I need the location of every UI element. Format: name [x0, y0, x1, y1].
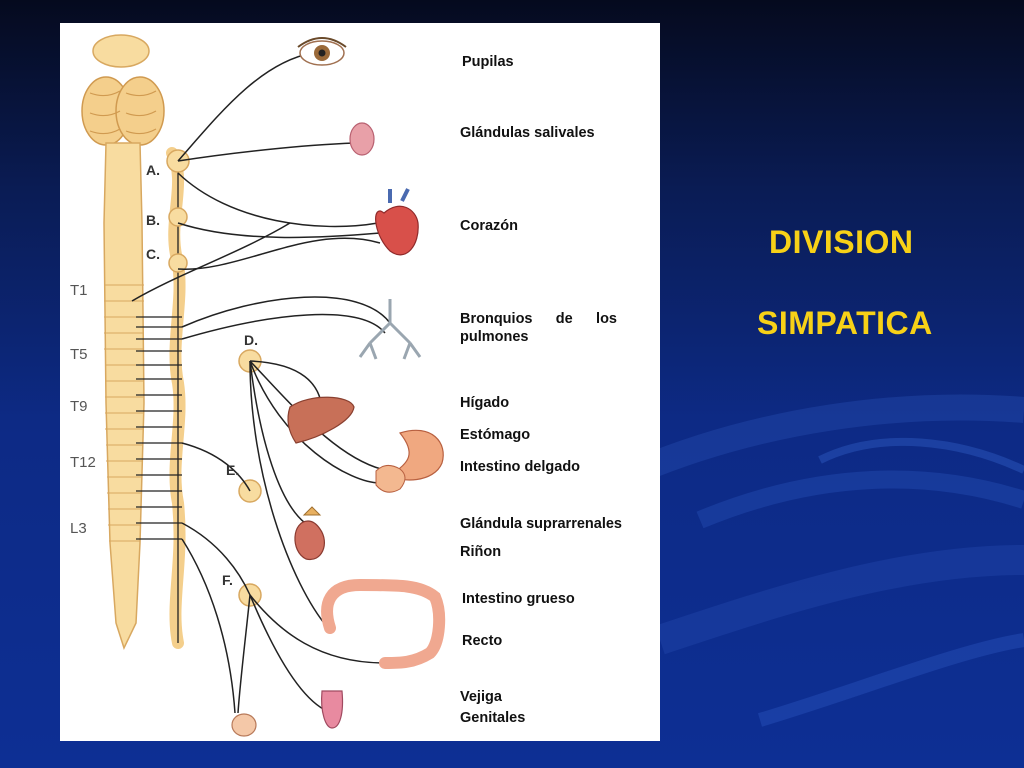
organ-label-rinon: Riñon	[460, 544, 502, 560]
organ-label-intestino-grueso: Intestino grueso	[462, 591, 575, 607]
vertebra-label-t12: T12	[70, 454, 96, 471]
ganglion-label-e: E.	[226, 462, 239, 478]
diagram-panel: A. B. C. D. E. F. T1 T5 T9 T12 L3 Pupila…	[60, 23, 660, 741]
organ-label-estomago: Estómago	[460, 427, 531, 443]
adrenal-gland-icon	[302, 506, 322, 516]
vertebra-label-t5: T5	[70, 346, 88, 363]
large-intestine-icon	[321, 578, 446, 669]
heart-icon	[375, 188, 419, 256]
ganglion-label-f: F.	[222, 572, 233, 588]
sympathetic-nervous-system-diagram: A. B. C. D. E. F. T1 T5 T9 T12 L3	[70, 34, 446, 737]
slide-title-line2: SIMPATICA	[757, 305, 933, 341]
preganglionic-fibers	[136, 316, 182, 540]
eye-icon	[297, 37, 347, 66]
organ-label-vejiga: Vejiga	[460, 689, 502, 705]
ganglion-label-c: C.	[146, 246, 160, 262]
organ-label-corazon: Corazón	[460, 218, 518, 234]
organ-label-intestino-delgado: Intestino delgado	[460, 459, 581, 475]
salivary-gland-icon	[349, 122, 375, 156]
slide-title-line1: DIVISION	[769, 224, 914, 260]
organ-label-suprarrenales: Glándula suprarrenales	[460, 516, 622, 532]
small-intestine-icon	[375, 465, 406, 493]
organ-label-higado: Hígado	[460, 395, 510, 411]
ganglion-label-d: D.	[244, 332, 258, 348]
bronchi-icon	[358, 299, 422, 360]
spinal-cord	[103, 142, 145, 651]
brain-icon	[81, 34, 165, 146]
genitals-icon	[231, 713, 257, 737]
bladder-icon	[321, 690, 344, 729]
ganglion-label-b: B.	[146, 212, 160, 228]
vertebra-label-t1: T1	[70, 282, 88, 299]
postganglionic-fibers	[131, 52, 391, 714]
kidney-icon	[294, 520, 325, 561]
ganglion-label-a: A.	[146, 162, 160, 178]
organ-label-genitales: Genitales	[460, 710, 526, 726]
organ-label-salivales: Glándulas salivales	[460, 125, 595, 141]
stomach-icon	[388, 429, 444, 481]
organ-label-pupilas: Pupilas	[462, 54, 514, 70]
organ-label-recto: Recto	[462, 633, 503, 649]
liver-icon	[287, 396, 355, 444]
vertebra-label-t9: T9	[70, 398, 88, 415]
organ-label-bronquios: Bronquios de los pulmones	[460, 311, 617, 345]
vertebra-label-l3: L3	[70, 520, 87, 537]
